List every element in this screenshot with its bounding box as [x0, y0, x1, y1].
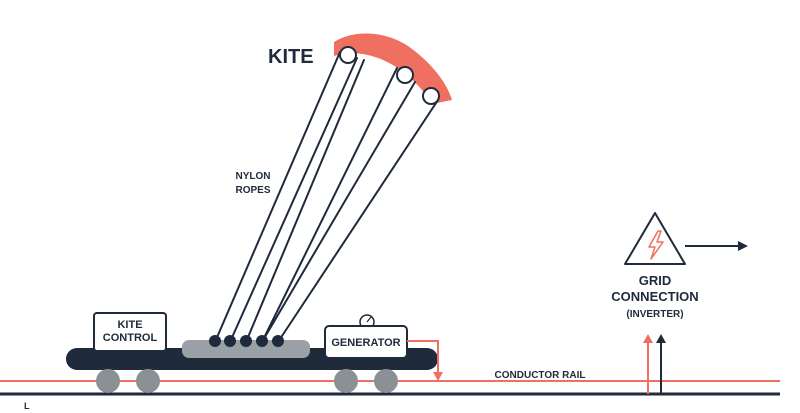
conductor-rail-label: CONDUCTOR RAIL [495, 370, 586, 381]
rope-3 [245, 59, 365, 343]
rope-anchors [209, 335, 284, 347]
kite-control-box [93, 312, 167, 352]
nylon-ropes-label-1: NYLON [236, 171, 271, 182]
rope-1 [214, 51, 341, 343]
wheel-2 [136, 369, 160, 393]
nylon-ropes-label-2: ROPES [235, 185, 270, 196]
kite-control-label-2: CONTROL [103, 332, 158, 344]
generator-output-wire [407, 340, 443, 381]
anchor-2 [224, 335, 236, 347]
kite-control-label-1: KITE [117, 319, 142, 331]
down-arrow-icon [433, 372, 443, 381]
rope-rings [339, 46, 440, 105]
rope-4 [261, 67, 398, 343]
rope-ring-2 [396, 66, 414, 84]
anchor-3 [240, 335, 252, 347]
grid-connection-label-1: GRID [639, 273, 672, 288]
up-arrow-icon-red [643, 334, 653, 343]
kite-label: KITE [268, 46, 314, 68]
inverter-label: (INVERTER) [626, 309, 683, 320]
anchor-5 [272, 335, 284, 347]
rope-ring-1 [339, 46, 357, 64]
wheel-1 [96, 369, 120, 393]
rope-6 [277, 99, 439, 343]
wheel-3 [334, 369, 358, 393]
rope-ring-3 [422, 87, 440, 105]
nylon-ropes [214, 51, 439, 343]
high-voltage-warning-icon [624, 212, 686, 265]
right-arrow-icon [738, 241, 748, 251]
grid-input-arrows [643, 334, 666, 394]
kite-canopy [334, 33, 452, 104]
grid-connection-label-2: CONNECTION [611, 289, 698, 304]
anchor-1 [209, 335, 221, 347]
rope-2 [229, 57, 358, 343]
anchor-4 [256, 335, 268, 347]
up-arrow-icon-dark [656, 334, 666, 343]
corner-label: L [24, 401, 30, 411]
cart-wheels [96, 369, 398, 393]
grid-output-arrow [685, 241, 748, 251]
generator-label: GENERATOR [331, 337, 400, 349]
rope-5 [261, 81, 416, 343]
wheel-4 [374, 369, 398, 393]
